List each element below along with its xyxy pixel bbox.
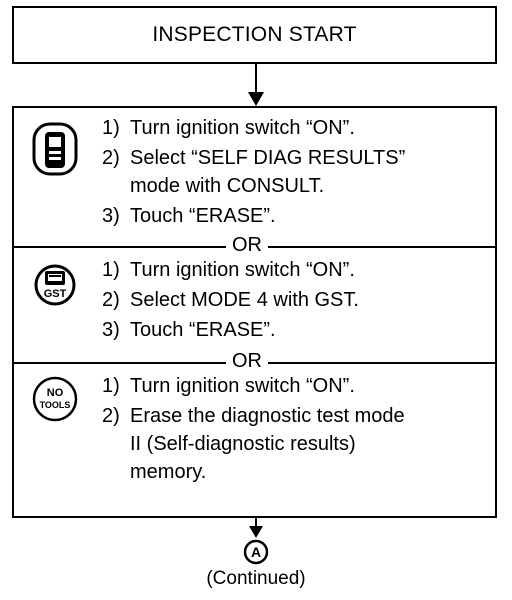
no-tools-icon: NO TOOLS	[32, 376, 78, 422]
consult-tool-icon	[32, 122, 78, 176]
no-tools-step-2: 2)Erase the diagnostic test mode	[102, 405, 405, 427]
gst-section: GST 1)Turn ignition switch “ON”. 2)Selec…	[14, 248, 495, 368]
consult-step-1: 1)Turn ignition switch “ON”.	[102, 117, 355, 139]
or-label-2: OR	[226, 349, 268, 373]
consult-step-2-cont: mode with CONSULT.	[130, 175, 325, 197]
continued-label: (Continued)	[206, 568, 306, 589]
inspection-start-label: INSPECTION START	[152, 23, 357, 46]
no-tools-step-2-cont-1: II (Self-diagnostic results)	[130, 433, 356, 455]
connector-a-icon: A	[243, 539, 269, 565]
consult-section: 1)Turn ignition switch “ON”. 2)Select “S…	[14, 108, 495, 238]
or-label-1: OR	[226, 233, 268, 257]
gst-step-3: 3)Touch “ERASE”.	[102, 319, 276, 341]
consult-step-2: 2)Select “SELF DIAG RESULTS”	[102, 147, 406, 169]
no-tools-icon-text-2: TOOLS	[40, 400, 71, 410]
flow-arrow-bottom	[249, 518, 263, 538]
consult-step-3: 3)Touch “ERASE”.	[102, 205, 276, 227]
gst-tool-icon: GST	[34, 264, 76, 306]
gst-step-1: 1)Turn ignition switch “ON”.	[102, 259, 355, 281]
gst-icon-text: GST	[44, 288, 67, 300]
no-tools-section: NO TOOLS 1)Turn ignition switch “ON”. 2)…	[14, 364, 495, 514]
connector-a-label: A	[251, 544, 261, 560]
no-tools-step-1: 1)Turn ignition switch “ON”.	[102, 375, 355, 397]
no-tools-icon-text-1: NO	[47, 387, 64, 399]
inspection-start-box: INSPECTION START	[12, 6, 497, 64]
gst-step-2: 2)Select MODE 4 with GST.	[102, 289, 359, 311]
flow-arrow-top	[248, 64, 264, 106]
procedure-box: 1)Turn ignition switch “ON”. 2)Select “S…	[12, 106, 497, 518]
no-tools-step-2-cont-2: memory.	[130, 461, 207, 483]
